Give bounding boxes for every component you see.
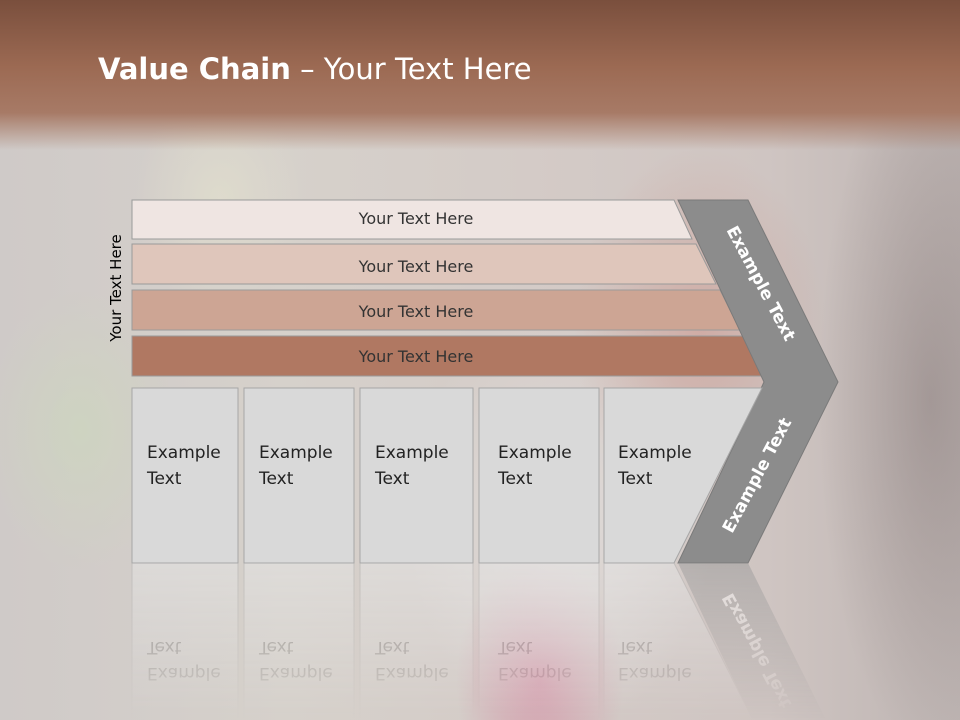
reflection-cell-4-line1: Example — [498, 663, 572, 683]
chevron-shape[interactable] — [677, 199, 839, 564]
header-band — [0, 0, 960, 150]
cell-2-line1: Example — [259, 443, 333, 463]
reflection-cell-4-line2: Text — [497, 637, 533, 657]
cell-2[interactable] — [243, 387, 355, 564]
cell-3[interactable] — [359, 387, 474, 564]
cell-3-line2: Text — [374, 469, 410, 489]
bar-2[interactable] — [131, 243, 717, 285]
reflection-cell-2-line2: Text — [258, 637, 294, 657]
bar-1[interactable] — [131, 199, 693, 240]
reflection-cell-3-line2: Text — [374, 637, 410, 657]
cell-4-line2: Text — [497, 469, 533, 489]
support-bars: Your Text Here Your Text Here Your Text … — [131, 199, 765, 377]
bar-1-label: Your Text Here — [358, 209, 474, 228]
reflection-cell-5-line2: Text — [617, 637, 653, 657]
slide-title: Value Chain – Your Text Here — [98, 52, 532, 86]
cell-2-line2: Text — [258, 469, 294, 489]
cell-5-line2: Text — [617, 469, 653, 489]
diagram-reflection: Example Text Example Text Example Text E… — [131, 562, 827, 720]
cell-1[interactable] — [131, 387, 239, 564]
title-bold: Value Chain — [98, 52, 291, 86]
reflection-cell-3-line1: Example — [375, 663, 449, 683]
reflection-cell-2-line1: Example — [259, 663, 333, 683]
reflection-cell-5-line1: Example — [618, 663, 692, 683]
reflection-cell-1-line1: Example — [147, 663, 221, 683]
chevron-arrow: Example Text Example Text — [677, 199, 839, 564]
bar-3-label: Your Text Here — [358, 302, 474, 321]
bar-2-label: Your Text Here — [358, 257, 474, 276]
bar-4-label: Your Text Here — [358, 347, 474, 366]
cell-4-line1: Example — [498, 443, 572, 463]
cell-3-line1: Example — [375, 443, 449, 463]
reflection-cell-1-line2: Text — [146, 637, 182, 657]
title-rest: – Your Text Here — [290, 52, 532, 86]
cell-1-line1: Example — [147, 443, 221, 463]
cell-5-line1: Example — [618, 443, 692, 463]
cell-4[interactable] — [478, 387, 600, 564]
activity-cells: Example Text Example Text Example Text E… — [131, 387, 763, 564]
cell-1-line2: Text — [146, 469, 182, 489]
